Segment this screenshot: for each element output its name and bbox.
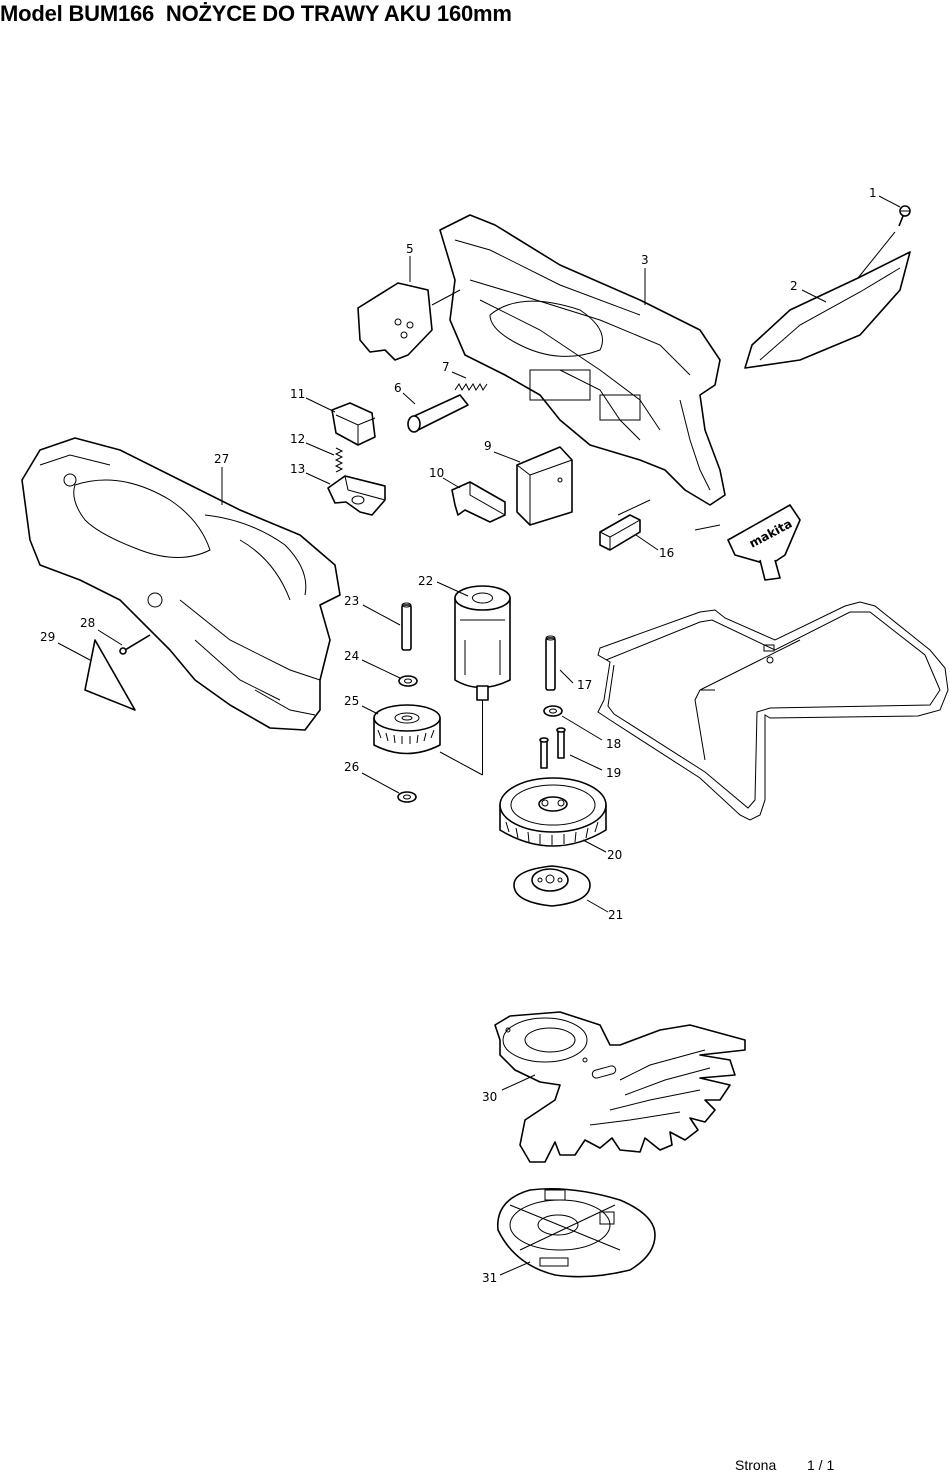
callout-13: 13 bbox=[290, 462, 305, 476]
callout-28: 28 bbox=[80, 616, 95, 630]
part-2-cover bbox=[744, 231, 911, 369]
part-10-bracket bbox=[451, 481, 506, 523]
part-5-plate bbox=[357, 282, 461, 361]
leader-lines bbox=[57, 195, 901, 1276]
callout-1: 1 bbox=[869, 186, 877, 200]
part-12-spring bbox=[334, 447, 344, 473]
callout-27: 27 bbox=[214, 452, 229, 466]
part-27-main-housing bbox=[21, 437, 341, 731]
part-3-housing bbox=[439, 214, 726, 506]
part-24-washer bbox=[398, 675, 418, 687]
part-9-box bbox=[516, 446, 573, 526]
part-13-lever bbox=[327, 475, 386, 516]
callout-12: 12 bbox=[290, 432, 305, 446]
part-31-holder bbox=[497, 1187, 656, 1278]
callout-10: 10 bbox=[429, 466, 444, 480]
callout-19: 19 bbox=[606, 766, 621, 780]
callout-18: 18 bbox=[606, 737, 621, 751]
part-17-pin bbox=[545, 635, 556, 691]
page-title: Model BUM166 NOŻYCE DO TRAWY AKU 160mm bbox=[0, 1, 512, 26]
part-20-large-gear bbox=[499, 777, 607, 847]
callout-2: 2 bbox=[790, 279, 798, 293]
callout-5: 5 bbox=[406, 242, 414, 256]
part-18-washer bbox=[543, 705, 563, 717]
part-7-spring bbox=[454, 383, 488, 391]
callout-16: 16 bbox=[659, 546, 674, 560]
wire-guard bbox=[597, 601, 949, 821]
callout-6: 6 bbox=[394, 381, 402, 395]
callout-29: 29 bbox=[40, 630, 55, 644]
callout-22: 22 bbox=[418, 574, 433, 588]
callout-26: 26 bbox=[344, 760, 359, 774]
callout-23: 23 bbox=[344, 594, 359, 608]
part-26-washer bbox=[397, 791, 417, 803]
callout-17: 17 bbox=[577, 678, 592, 692]
makita-badge: makita bbox=[727, 504, 801, 581]
callout-11: 11 bbox=[290, 387, 305, 401]
part-29-cover bbox=[84, 639, 136, 711]
callout-labels: 1 2 3 5 6 7 9 10 11 12 13 16 17 18 19 20… bbox=[40, 186, 877, 1285]
callout-24: 24 bbox=[344, 649, 359, 663]
callout-25: 25 bbox=[344, 694, 359, 708]
part-23-pin bbox=[401, 602, 412, 651]
part-21-cam-plate bbox=[513, 865, 591, 907]
part-28-screw bbox=[119, 634, 151, 655]
callout-30: 30 bbox=[482, 1090, 497, 1104]
callout-7: 7 bbox=[442, 360, 450, 374]
part-11-switch bbox=[331, 402, 376, 446]
part-22-motor bbox=[439, 585, 511, 776]
part-16-block bbox=[599, 514, 641, 551]
callout-20: 20 bbox=[607, 848, 622, 862]
part-6-rod bbox=[407, 394, 469, 433]
page-label: Strona bbox=[735, 1457, 777, 1473]
page-number: 1 / 1 bbox=[807, 1457, 835, 1473]
callout-9: 9 bbox=[484, 439, 492, 453]
part-25-gear bbox=[373, 704, 441, 755]
part-30-blade bbox=[494, 1011, 746, 1163]
callout-31: 31 bbox=[482, 1271, 497, 1285]
callout-21: 21 bbox=[608, 908, 623, 922]
part-19-pins bbox=[539, 727, 566, 769]
callout-3: 3 bbox=[641, 253, 649, 267]
part-1-screw bbox=[898, 205, 911, 227]
